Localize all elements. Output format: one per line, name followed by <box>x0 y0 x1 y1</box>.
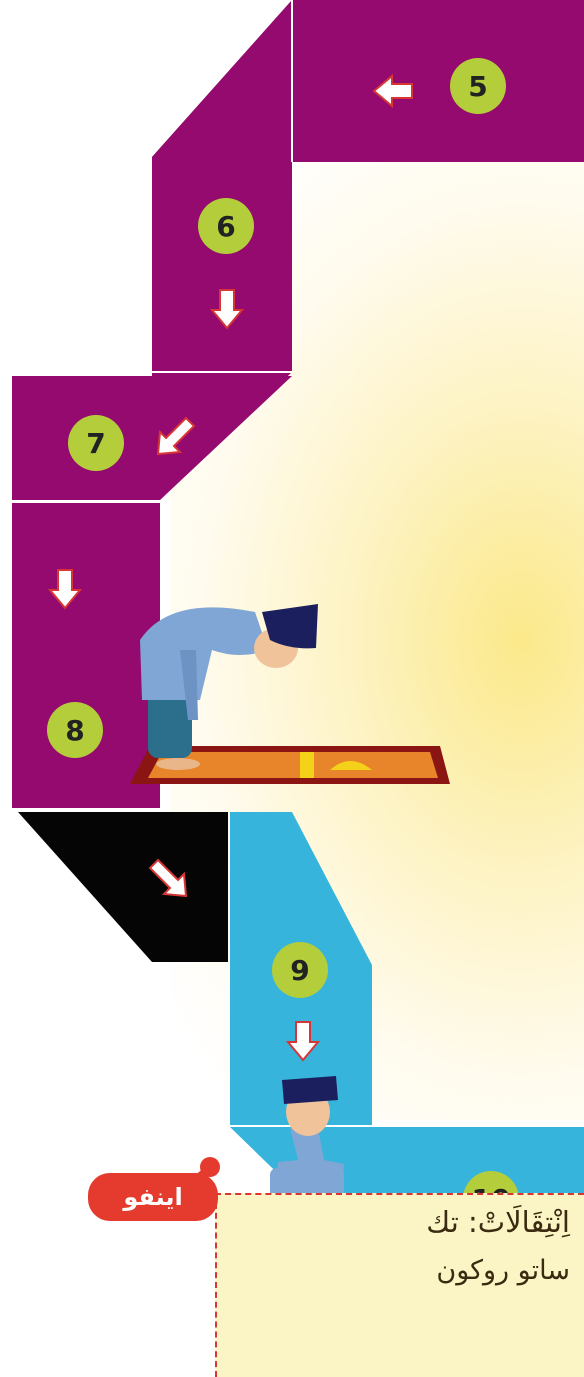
down-left-arrow-icon <box>152 414 198 460</box>
step-5-badge: 5 <box>450 58 506 114</box>
bowing-figure <box>140 604 318 770</box>
info-box: اِنْتِقَالَاتْ: تك ساتو روكون <box>215 1193 584 1377</box>
step-9-badge: 9 <box>272 942 328 998</box>
info-tag: اينفو <box>88 1173 218 1221</box>
step-8-badge: 8 <box>47 702 103 758</box>
left-arrow-icon <box>370 68 416 114</box>
down-right-arrow-icon <box>146 856 192 902</box>
path-segment-8 <box>12 503 160 808</box>
info-line-1: اِنْتِقَالَاتْ: تك <box>426 1205 570 1239</box>
path-segment-5 <box>292 0 584 162</box>
info-line-2: ساتو روكون <box>436 1255 570 1286</box>
down-arrow-icon <box>204 286 250 332</box>
path-segment-black <box>18 812 228 962</box>
step-7-badge: 7 <box>68 415 124 471</box>
step-6-badge: 6 <box>198 198 254 254</box>
down-arrow-icon <box>280 1018 326 1064</box>
down-arrow-icon <box>42 566 88 612</box>
